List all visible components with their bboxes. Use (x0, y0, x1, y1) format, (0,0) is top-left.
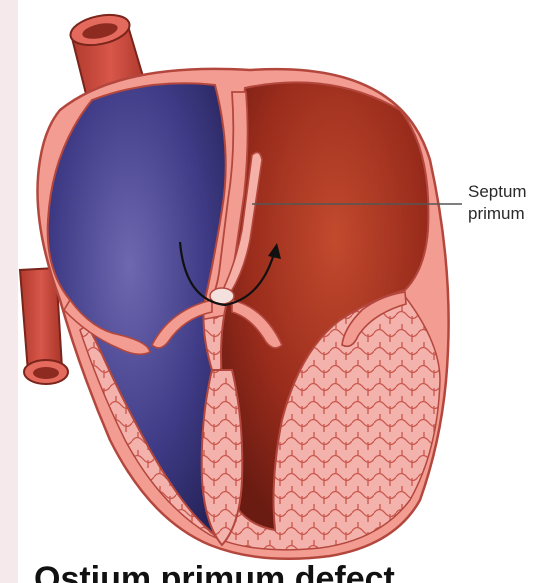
septum-label-line2: primum (468, 203, 527, 225)
septum-primum-label: Septum primum (468, 181, 527, 225)
figure-caption: Ostium primum defect (34, 560, 395, 583)
septum-label-line1: Septum (468, 181, 527, 203)
interventricular-septum (202, 370, 243, 545)
